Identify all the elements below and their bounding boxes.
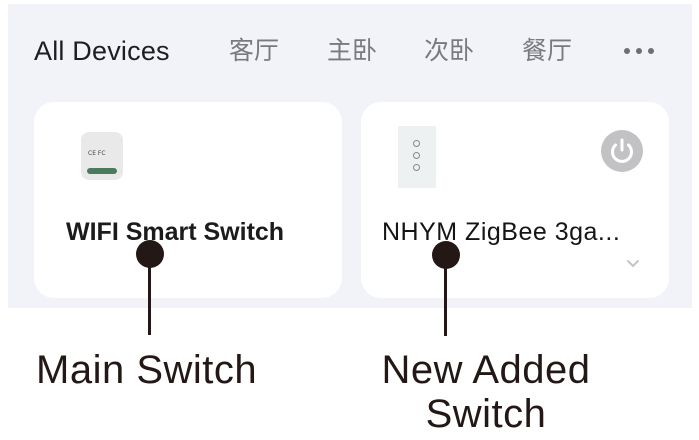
- callout-line-new-switch: [444, 255, 447, 336]
- more-horizontal-icon[interactable]: [624, 48, 654, 54]
- power-button[interactable]: [601, 130, 643, 172]
- device-name: WIFI Smart Switch: [66, 218, 285, 246]
- room-tab-bar: All Devices 客厅 主卧 次卧 餐厅: [8, 4, 692, 96]
- callout-label-line2: Switch: [425, 392, 547, 436]
- callout-label-line1: New Added: [381, 348, 591, 392]
- smart-switch-module-image: CE FC: [81, 132, 123, 180]
- tab-second-bedroom[interactable]: 次卧: [424, 36, 475, 65]
- device-card-zigbee-switch[interactable]: NHYM ZigBee 3ga...: [361, 102, 669, 298]
- callout-line-main-switch: [148, 254, 151, 335]
- three-gang-wall-switch-image: [398, 126, 436, 188]
- device-name: NHYM ZigBee 3ga...: [382, 218, 621, 246]
- tab-dining-room[interactable]: 餐厅: [522, 36, 573, 65]
- tab-master-bedroom[interactable]: 主卧: [327, 36, 378, 65]
- callout-label-main-switch: Main Switch: [36, 348, 258, 392]
- device-list-panel: All Devices 客厅 主卧 次卧 餐厅 CE FC WIFI Smart…: [8, 4, 692, 308]
- callout-label-new-switch: New Added Switch: [368, 348, 604, 436]
- terminal-block: [87, 168, 117, 174]
- device-card-wifi-smart-switch[interactable]: CE FC WIFI Smart Switch: [34, 102, 342, 298]
- chevron-down-icon[interactable]: [626, 257, 640, 271]
- tab-all-devices[interactable]: All Devices: [34, 36, 170, 66]
- tab-living-room[interactable]: 客厅: [229, 36, 280, 65]
- certification-marks: CE FC: [88, 150, 106, 157]
- power-icon: [611, 138, 633, 163]
